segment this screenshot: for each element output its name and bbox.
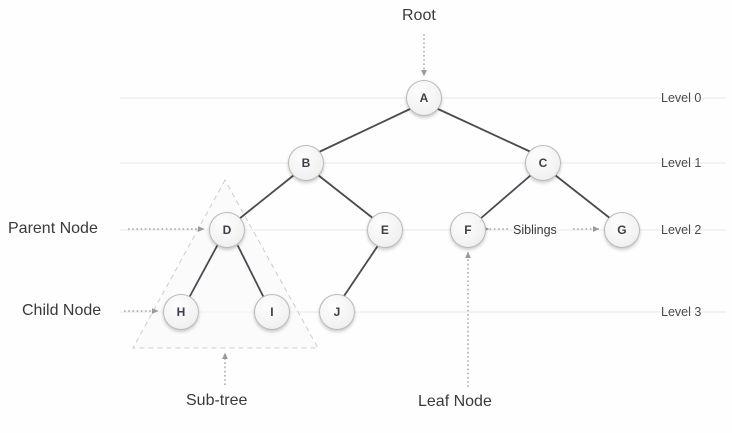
tree-edges (189, 108, 612, 297)
node-label: J (333, 305, 341, 319)
edge-D-H (189, 245, 218, 297)
tree-node-A[interactable]: A (406, 80, 442, 116)
tree-node-B[interactable]: B (288, 145, 324, 181)
tree-node-E[interactable]: E (367, 212, 403, 248)
level-label-0: Level 0 (661, 91, 702, 105)
tree-node-J[interactable]: J (319, 294, 355, 330)
annotation-arrows (124, 34, 600, 387)
edge-D-I (237, 245, 264, 297)
edge-E-J (343, 246, 378, 297)
edge-B-E (317, 174, 375, 220)
annotation-leaf-node: Leaf Node (418, 393, 492, 410)
edge-C-G (554, 174, 612, 220)
tree-node-G[interactable]: G (604, 212, 640, 248)
edge-A-B (318, 108, 411, 153)
tree-node-I[interactable]: I (254, 294, 290, 330)
annotation-sub-tree: Sub-tree (186, 392, 248, 409)
node-label: D (222, 223, 232, 237)
annotation-parent-node: Parent Node (8, 220, 98, 237)
annotation-root: Root (402, 7, 436, 24)
node-label: B (301, 156, 311, 170)
edge-C-F (479, 174, 532, 220)
node-label: F (464, 223, 472, 237)
edge-B-D (238, 174, 295, 220)
node-label: A (419, 91, 429, 105)
level-label-3: Level 3 (661, 305, 702, 319)
annotation-siblings: Siblings (513, 223, 557, 237)
subtree-outline (132, 178, 319, 349)
level-label-2: Level 2 (661, 223, 702, 237)
tree-node-H[interactable]: H (163, 294, 199, 330)
node-label: H (176, 305, 186, 319)
edge-A-C (437, 108, 532, 153)
level-label-1: Level 1 (661, 156, 702, 170)
node-label: E (380, 223, 390, 237)
tree-node-F[interactable]: F (450, 212, 486, 248)
tree-node-D[interactable]: D (209, 212, 245, 248)
node-label: I (270, 305, 274, 319)
node-label: G (617, 223, 627, 237)
annotation-child-node: Child Node (22, 302, 102, 319)
tree-node-C[interactable]: C (525, 145, 561, 181)
node-label: C (538, 156, 548, 170)
